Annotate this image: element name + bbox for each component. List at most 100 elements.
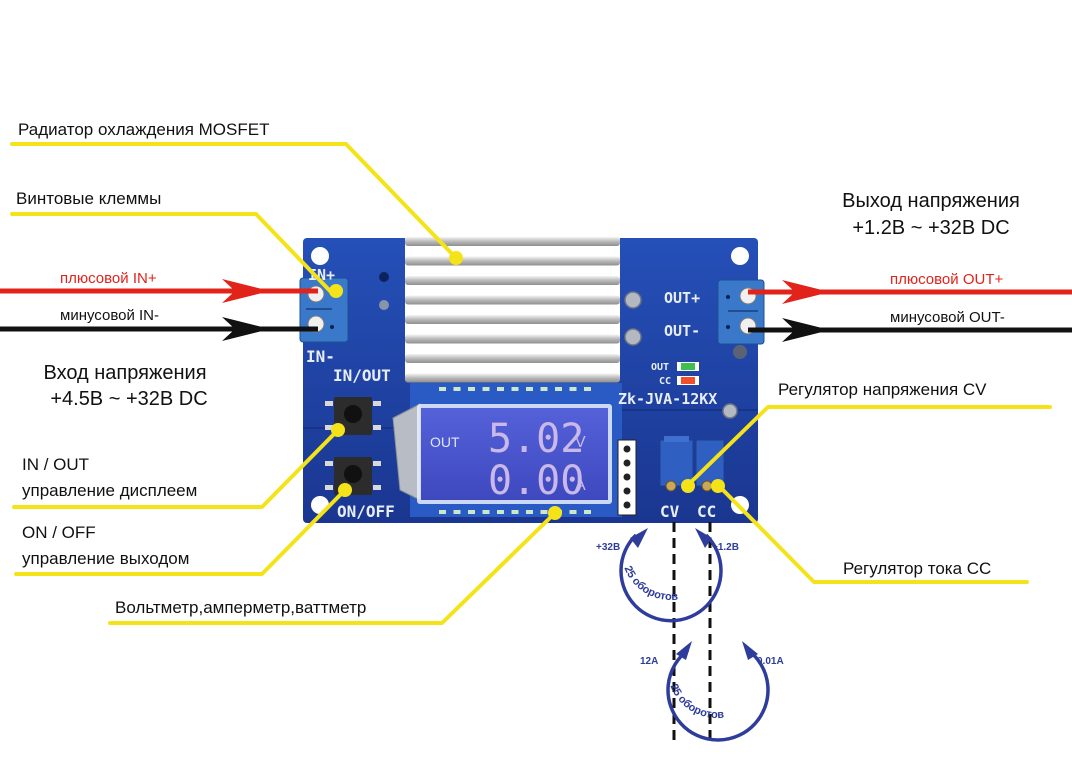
callout-in-out-title: IN / OUT xyxy=(22,455,90,474)
heatsink-fin xyxy=(405,276,620,285)
lcd-pin xyxy=(453,387,461,391)
silk-out-plus: OUT+ xyxy=(664,289,700,307)
cc-max-label: 12А xyxy=(640,656,658,667)
header-pin xyxy=(623,501,631,509)
cv-rotation-indicator: +32В +1.2В 25 оборотов xyxy=(596,528,739,623)
wire-out-minus-label: минусовой OUT- xyxy=(890,309,1005,326)
lcd-pin xyxy=(555,387,562,391)
callout-on-off-title: ON / OFF xyxy=(22,523,96,542)
lcd-pin xyxy=(511,510,519,514)
heatsink-fin xyxy=(405,315,620,324)
lcd-voltage-unit: V xyxy=(575,434,586,451)
lcd-current-unit: A xyxy=(575,477,586,494)
callout-dot-on-off xyxy=(338,483,352,497)
silk-in-minus: IN- xyxy=(306,347,335,366)
callout-line-meter xyxy=(108,511,557,625)
lcd-pin xyxy=(584,387,591,391)
lcd-pin xyxy=(497,510,504,514)
heatsink-fin xyxy=(405,256,620,266)
heatsink-fin xyxy=(405,334,620,344)
lcd-pin xyxy=(526,387,533,391)
heatsink-fin xyxy=(405,354,620,363)
header-pin xyxy=(623,459,631,467)
wire-in-minus-label: минусовой IN- xyxy=(60,307,160,324)
output-spec-title: Выход напряжения xyxy=(842,190,1020,212)
callout-terminals-label: Винтовые клеммы xyxy=(16,189,162,208)
lcd-pin xyxy=(482,387,490,391)
header-pin xyxy=(623,445,631,453)
lcd-mode-label: OUT xyxy=(430,434,460,450)
status-leds xyxy=(677,362,699,385)
callout-line-on-off xyxy=(14,488,347,576)
lcd-voltage: 5.02 xyxy=(488,416,584,462)
cv-max-label: +32В xyxy=(596,542,620,553)
callout-line-in-out xyxy=(12,428,340,509)
lcd-pin xyxy=(453,510,461,514)
cv-trimmer[interactable] xyxy=(659,436,694,492)
mounting-hole xyxy=(731,247,749,265)
silk-led-cc: CC xyxy=(659,376,671,387)
mounting-hole xyxy=(311,247,329,265)
wire-out-plus xyxy=(748,280,1072,304)
callout-dot-heatsink xyxy=(449,251,463,265)
callout-line-heatsink xyxy=(10,142,458,260)
in-out-button[interactable] xyxy=(325,397,381,435)
silk-out-minus: OUT- xyxy=(664,322,700,340)
input-terminal-block xyxy=(299,277,349,343)
wire-in-minus xyxy=(0,317,318,341)
output-spec-range: +1.2В ~ +32В DC xyxy=(852,217,1010,239)
lcd-pin xyxy=(511,387,519,391)
cc-rotation-indicator: 12А 0.01А 25 оборотов xyxy=(640,641,784,742)
input-spec-range: +4.5В ~ +32В DC xyxy=(50,388,208,410)
lcd-pin xyxy=(439,510,446,514)
cc-min-label: 0.01А xyxy=(757,656,784,667)
heatsink xyxy=(405,236,620,383)
silk-cc: CC xyxy=(697,502,716,521)
callout-dot-terminals xyxy=(329,284,343,298)
lcd-pin xyxy=(468,387,475,391)
led-cc xyxy=(681,377,695,384)
wire-in-plus-label: плюсовой IN+ xyxy=(60,270,157,287)
callout-dot-meter xyxy=(548,506,562,520)
callout-dot-cc xyxy=(711,479,725,493)
lcd-pin xyxy=(526,510,533,514)
silk-in-out: IN/OUT xyxy=(333,366,391,385)
heatsink-fin xyxy=(405,237,620,246)
heatsink-fin xyxy=(405,373,620,383)
silk-on-off: ON/OFF xyxy=(337,502,395,521)
lcd-pin xyxy=(468,510,475,514)
silk-cv: CV xyxy=(660,502,680,521)
callout-on-off-desc: управление выходом xyxy=(22,549,190,568)
lcd-current: 0.00 xyxy=(488,458,584,504)
wire-out-minus xyxy=(748,318,1072,342)
lcd-pin xyxy=(540,387,548,391)
callout-dot-in-out xyxy=(331,423,345,437)
callout-in-out-desc: управление дисплеем xyxy=(22,481,198,500)
header-pin xyxy=(623,487,631,495)
cv-min-label: +1.2В xyxy=(712,542,739,553)
lcd-pin xyxy=(439,387,446,391)
silk-in-plus: IN+ xyxy=(308,266,335,284)
callout-line-cv xyxy=(686,405,1052,487)
lcd-display: OUT 5.02 V 0.00 A xyxy=(392,383,637,517)
led-out xyxy=(681,363,695,370)
callout-line-terminals xyxy=(10,212,334,295)
lcd-pin xyxy=(569,510,577,514)
callout-meter-label: Вольтметр,амперметр,ваттметр xyxy=(115,598,367,617)
header-pin xyxy=(623,473,631,481)
input-spec-title: Вход напряжения xyxy=(43,362,207,384)
board-model: Zk-JVA-12KX xyxy=(618,390,717,408)
callout-line-cc xyxy=(718,485,1029,584)
wire-out-plus-label: плюсовой OUT+ xyxy=(890,271,1004,288)
lcd-pin xyxy=(584,510,591,514)
lcd-pin xyxy=(540,510,548,514)
lcd-pin xyxy=(497,387,504,391)
callout-dot-cv xyxy=(681,479,695,493)
callout-heatsink-label: Радиатор охлаждения MOSFET xyxy=(18,120,270,139)
heatsink-fin xyxy=(405,295,620,305)
lcd-pin xyxy=(569,387,577,391)
silk-led-out: OUT xyxy=(651,362,669,373)
callout-cc-label: Регулятор тока CC xyxy=(843,559,992,578)
